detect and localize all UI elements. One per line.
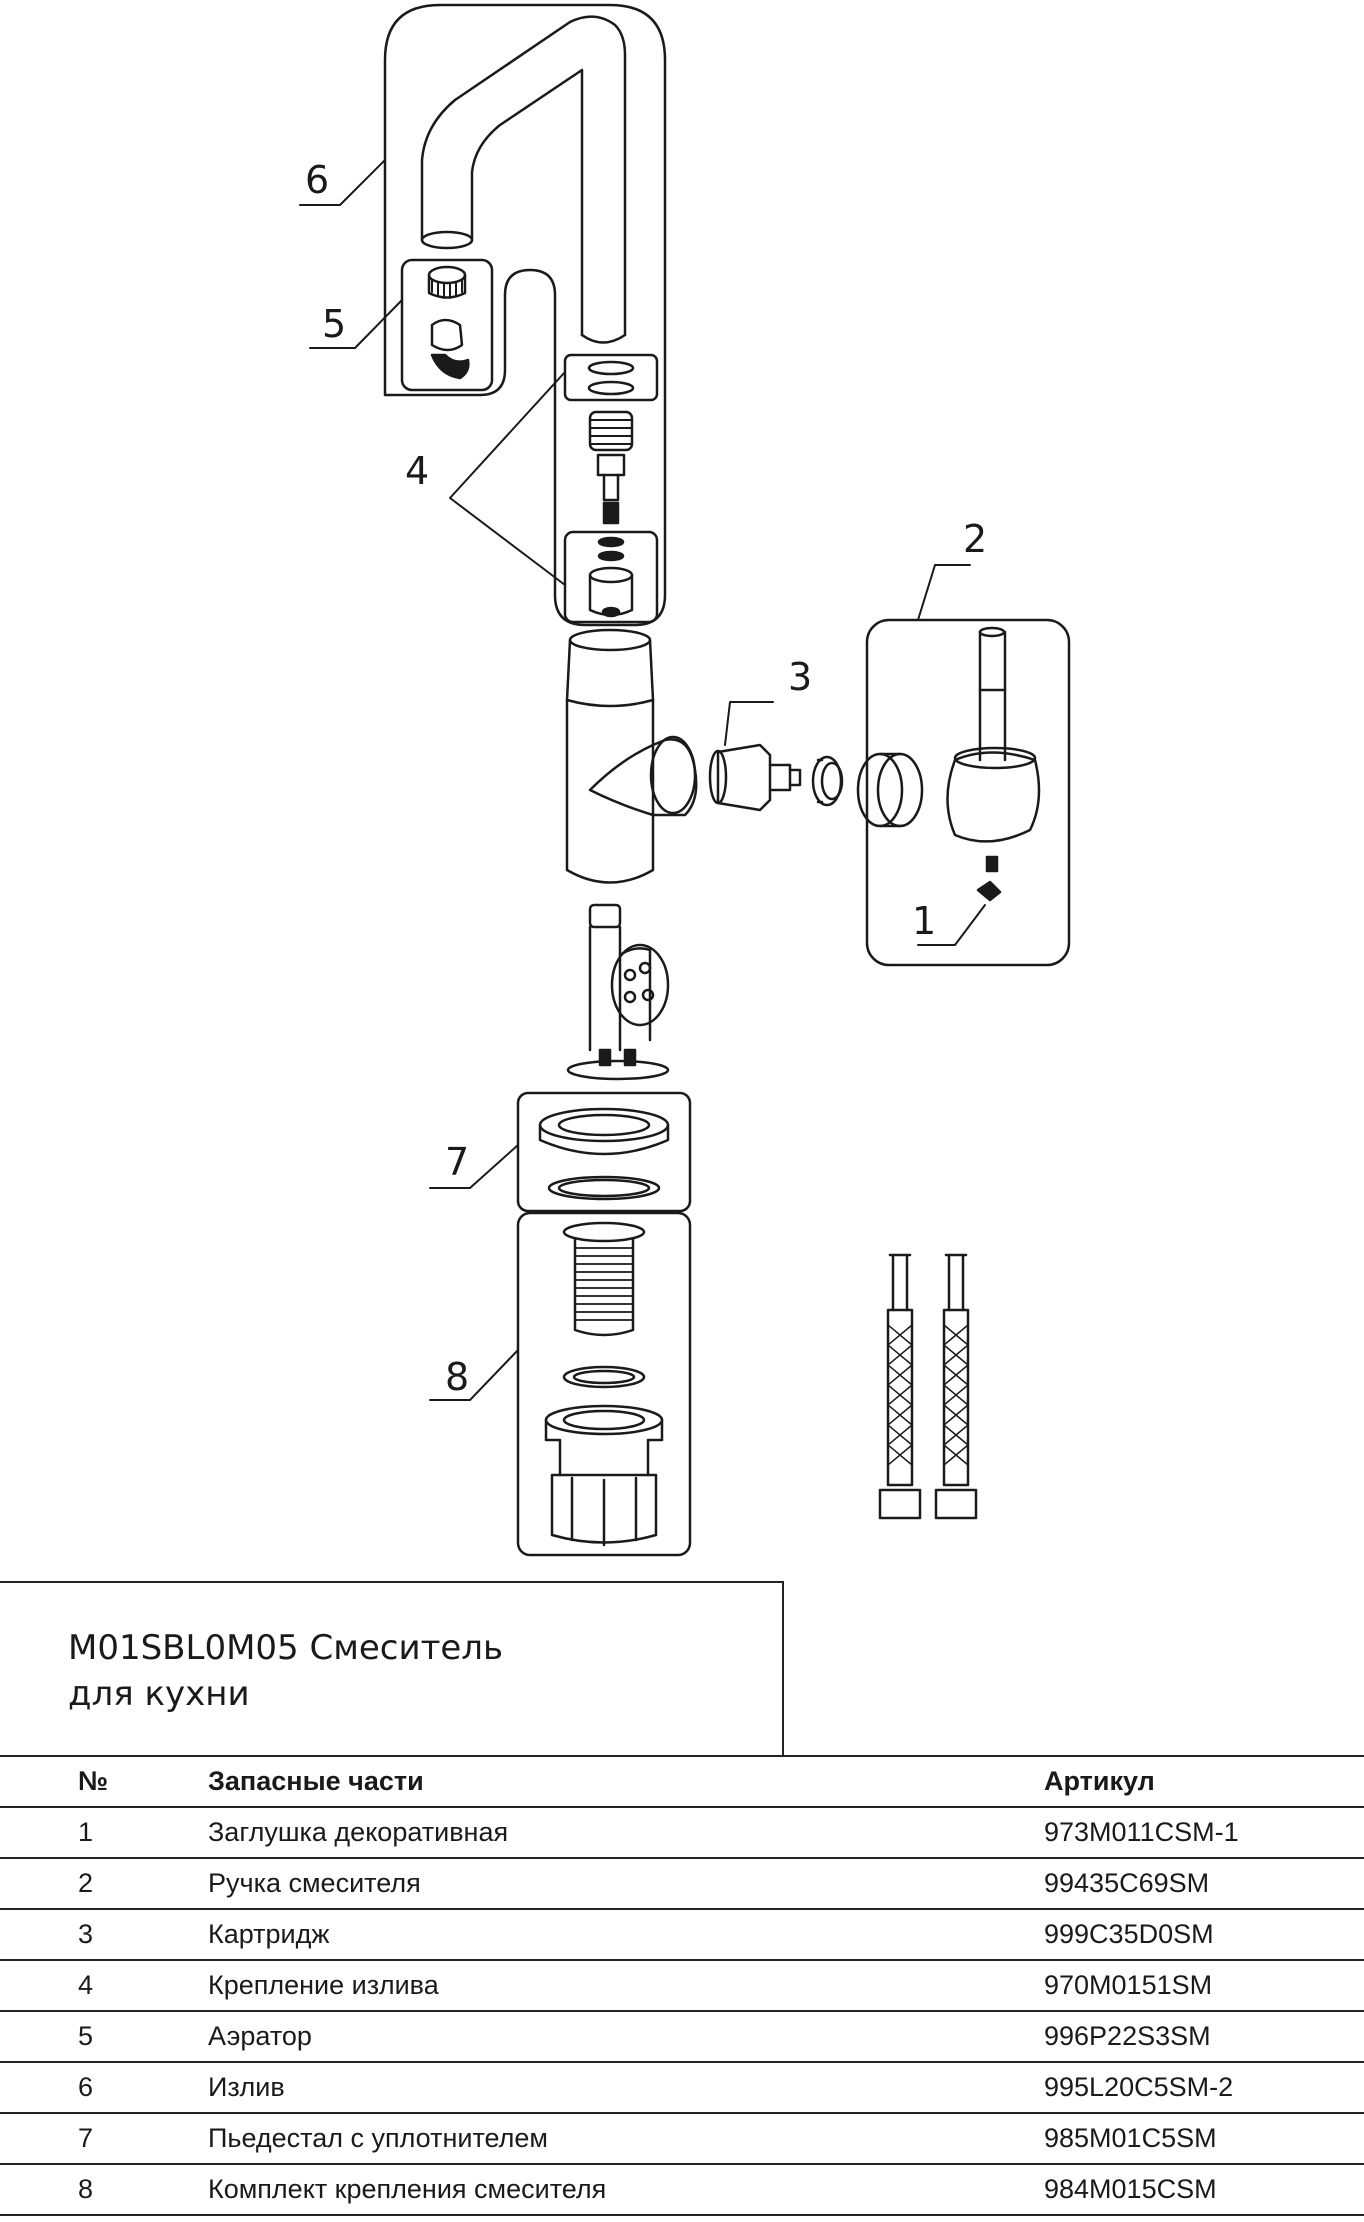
handle-ring (856, 752, 924, 828)
header-part-name: Запасные части (208, 1755, 1044, 1808)
row-article: 984M015CSM (1044, 2163, 1364, 2216)
table-header-row: № Запасные части Артикул (0, 1755, 1364, 1808)
row-part-name: Излив (208, 2061, 1044, 2114)
row-part-name: Пьедестал с уплотнителем (208, 2112, 1044, 2165)
row-number: 5 (0, 2010, 208, 2063)
handle-group-frame (865, 618, 1071, 967)
product-title-line-1: M01SBL0M05 Смеситель (68, 1628, 504, 1668)
mixer-body (565, 628, 698, 884)
flexible-hoses (878, 1253, 978, 1520)
row-article: 99435C69SM (1044, 1857, 1364, 1910)
leader-lines (299, 159, 986, 1401)
header-number: № (0, 1755, 208, 1808)
row-article: 996P22S3SM (1044, 2010, 1364, 2063)
table-row: 3 Картридж 999C35D0SM (0, 1908, 1364, 1961)
row-number: 6 (0, 2061, 208, 2114)
pedestal-parts (538, 1107, 670, 1201)
table-row: 7 Пьедестал с уплотнителем 985M01C5SM (0, 2112, 1364, 2165)
header-article: Артикул (1044, 1755, 1364, 1808)
row-number: 4 (0, 1959, 208, 2012)
table-row: 5 Аэратор 996P22S3SM (0, 2010, 1364, 2063)
callout-6: 6 (305, 158, 329, 202)
inlet-valve-block (566, 903, 670, 1081)
mounting-kit-parts (544, 1221, 664, 1547)
row-article: 973M011CSM-1 (1044, 1806, 1364, 1859)
row-part-name: Заглушка декоративная (208, 1806, 1044, 1859)
exploded-view-diagram: 6 5 4 2 3 1 7 8 (299, 3, 1071, 1557)
callout-3: 3 (788, 655, 812, 699)
row-number: 1 (0, 1806, 208, 1859)
spout-mount-parts (587, 360, 635, 618)
mounting-kit-group-frame (516, 1211, 692, 1557)
spout-tube (420, 15, 627, 344)
aerator-group-frame (400, 258, 494, 392)
spout-group-frame (383, 3, 667, 627)
product-title-line-2: для кухни (68, 1674, 250, 1714)
pedestal-group-frame (516, 1091, 692, 1213)
mixer-handle (946, 626, 1041, 902)
row-part-name: Комплект крепления смесителя (208, 2163, 1044, 2216)
spout-mount-frame-top (563, 353, 659, 402)
table-row: 1 Заглушка декоративная 973M011CSM-1 (0, 1806, 1364, 1859)
row-number: 8 (0, 2163, 208, 2216)
table-row: 2 Ручка смесителя 99435C69SM (0, 1857, 1364, 1910)
row-number: 2 (0, 1857, 208, 1910)
callout-2: 2 (963, 517, 987, 561)
row-number: 3 (0, 1908, 208, 1961)
callout-4: 4 (405, 449, 429, 493)
row-part-name: Картридж (208, 1908, 1044, 1961)
row-part-name: Крепление излива (208, 1959, 1044, 2012)
spare-parts-table: № Запасные части Артикул 1 Заглушка деко… (0, 1755, 1364, 2216)
row-article: 970M0151SM (1044, 1959, 1364, 2012)
aerator-parts (427, 265, 470, 380)
row-part-name: Аэратор (208, 2010, 1044, 2063)
spout-mount-frame-bottom (563, 530, 659, 624)
table-row: 6 Излив 995L20C5SM-2 (0, 2061, 1364, 2114)
table-row: 4 Крепление излива 970M0151SM (0, 1959, 1364, 2012)
callout-1: 1 (912, 899, 936, 943)
product-title: M01SBL0M05 Смеситель для кухни (68, 1625, 708, 1717)
title-box: M01SBL0M05 Смеситель для кухни (0, 1581, 784, 1755)
cartridge (708, 743, 802, 812)
cartridge-nut (811, 755, 844, 807)
table-row: 8 Комплект крепления смесителя 984M015CS… (0, 2163, 1364, 2216)
row-article: 995L20C5SM-2 (1044, 2061, 1364, 2114)
row-part-name: Ручка смесителя (208, 1857, 1044, 1910)
row-article: 985M01C5SM (1044, 2112, 1364, 2165)
callout-8: 8 (445, 1355, 469, 1399)
row-article: 999C35D0SM (1044, 1908, 1364, 1961)
row-number: 7 (0, 2112, 208, 2165)
callout-7: 7 (445, 1140, 469, 1184)
callout-5: 5 (322, 302, 346, 346)
